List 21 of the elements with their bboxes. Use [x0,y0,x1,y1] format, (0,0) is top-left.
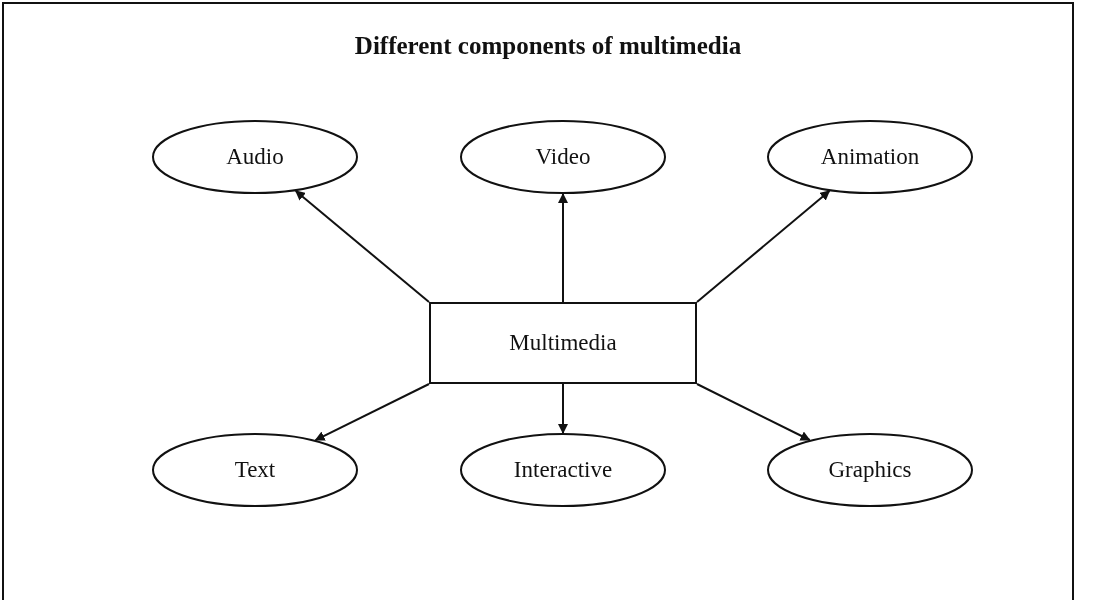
node-label: Audio [226,144,284,170]
process-box [429,302,697,384]
node-label: Graphics [828,457,912,483]
ellipse-node [152,433,358,507]
node-label: Multimedia [509,330,617,356]
arrow [696,383,811,441]
arrow [294,190,430,303]
arrow [696,190,831,303]
diagram-title: Different components of multimedia [354,32,742,60]
node-label: Interactive [513,457,613,483]
arrow [558,383,568,434]
arrow [314,383,430,442]
ellipse-node [460,433,666,507]
ellipse-node [152,120,358,194]
node-label: Video [535,144,591,170]
node-label: Animation [820,144,920,170]
arrow [558,193,568,303]
ellipse-node [460,120,666,194]
node-label: Text [234,457,276,483]
ellipse-node [767,120,973,194]
ellipse-node [767,433,973,507]
